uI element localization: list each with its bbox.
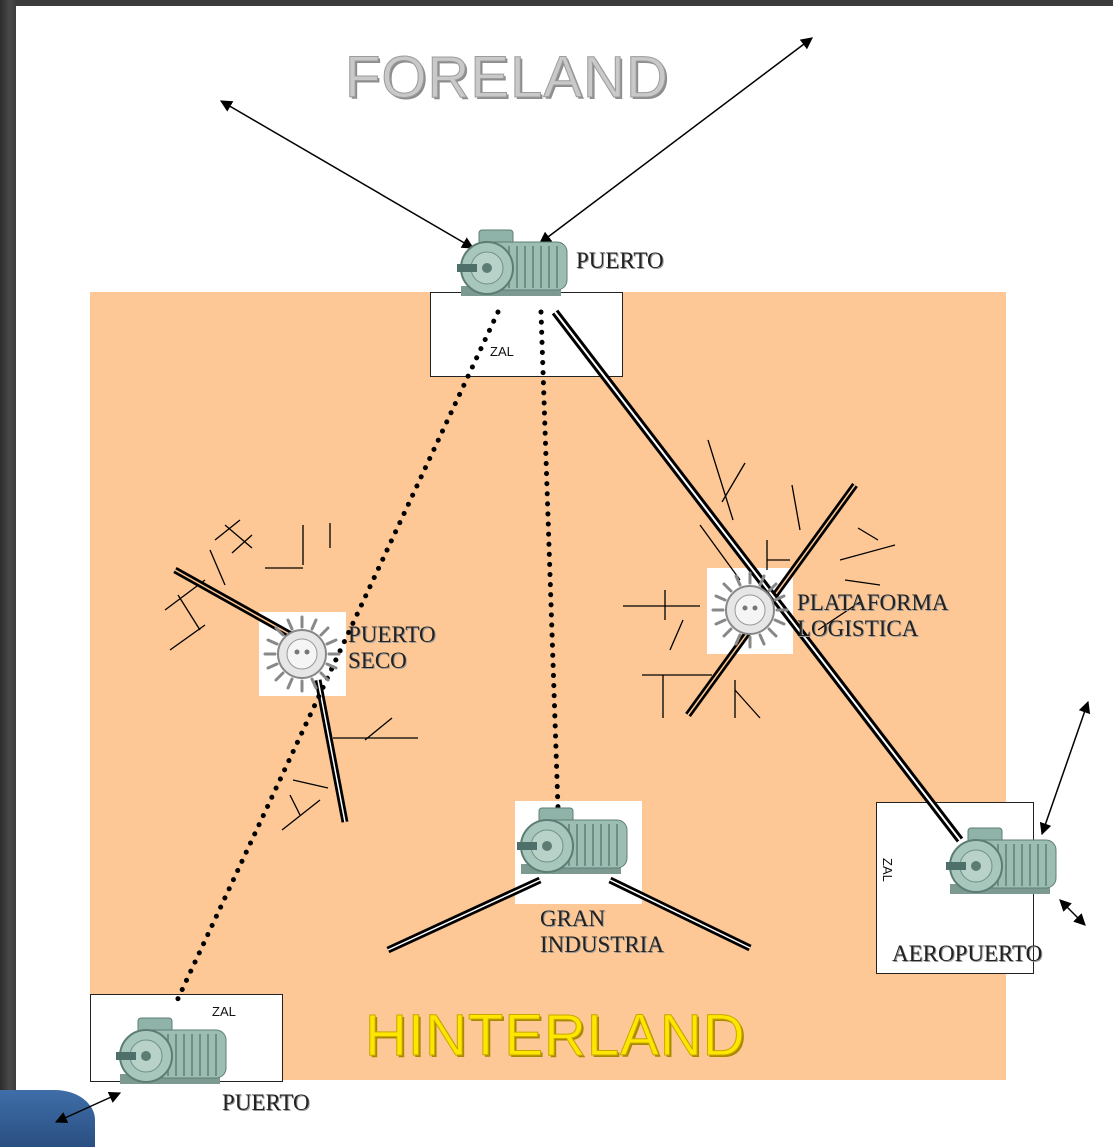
zal-label-puerto-top: ZAL (490, 344, 514, 359)
zal-label-aeropuerto: ZAL (880, 858, 895, 882)
zal-label-puerto-bottom: ZAL (212, 1004, 236, 1019)
hub-icon-puerto-seco (263, 615, 341, 693)
motor-icon-puerto-top (456, 229, 568, 297)
foreland-arrow-left (219, 100, 475, 249)
foreland-title: FORELAND (345, 45, 669, 110)
foreland-arrow-right (539, 37, 813, 244)
puerto-seco-branches (164, 519, 418, 831)
motor-icon-puerto-bottom (115, 1017, 227, 1085)
label-plataforma-logistica: PLATAFORMA LOGISTICA (797, 590, 949, 641)
hinterland-title: HINTERLAND (365, 1003, 746, 1068)
label-puerto-seco: PUERTO SECO (348, 622, 436, 673)
motor-icon-gran-industria (516, 807, 628, 875)
dotted-links (172, 309, 561, 1008)
label-aeropuerto: AEROPUERTO (892, 941, 1043, 966)
hinterland-region (90, 292, 1006, 1080)
plataforma-branches (623, 439, 896, 719)
aeropuerto-arrow-side (1059, 899, 1086, 926)
label-puerto-bottom: PUERTO (222, 1090, 310, 1115)
puerto-bottom-arrow (54, 1091, 122, 1124)
hub-icon-plataforma (711, 571, 789, 649)
label-puerto-top: PUERTO (576, 248, 664, 273)
aeropuerto-arrow-up (1039, 700, 1091, 836)
label-gran-industria: GRAN INDUSTRIA (540, 906, 664, 957)
